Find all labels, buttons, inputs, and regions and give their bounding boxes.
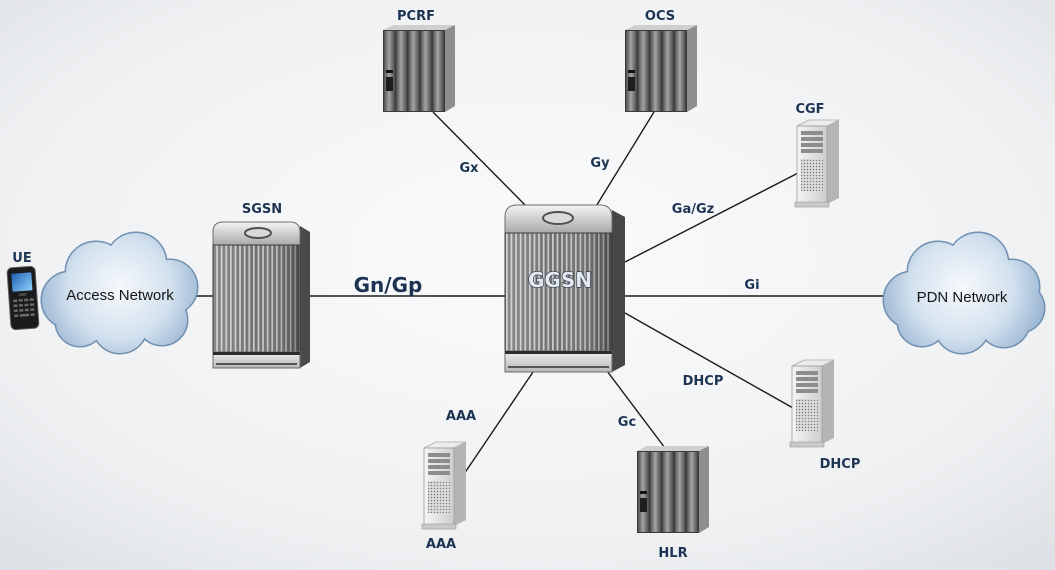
gx-interface-label: Gx	[459, 161, 479, 176]
access-network-label: Access Network	[66, 287, 174, 304]
cgf-label: CGF	[795, 102, 824, 117]
hlr-server-rack-icon	[637, 446, 709, 533]
cgf-tower-server-icon	[794, 119, 840, 208]
ocs-label: OCS	[645, 9, 675, 24]
ga-gz-interface-label: Ga/Gz	[672, 202, 714, 217]
gc-interface-label: Gc	[618, 415, 636, 430]
gy-interface-label: Gy	[590, 156, 610, 171]
gi-interface-label: Gi	[744, 278, 759, 293]
link-pcrf-ggsn-gx	[432, 111, 529, 209]
ggsn-label: GGSN	[528, 268, 592, 292]
aaa-tower-server-icon	[421, 441, 467, 530]
pcrf-label: PCRF	[397, 9, 435, 24]
link-ggsn-cgf-ga-gz	[624, 171, 801, 263]
pdn-network-cloud-icon	[882, 231, 1046, 355]
sgsn-label: SGSN	[242, 202, 282, 217]
sgsn-router-chassis-icon	[212, 221, 310, 369]
aaa-interface-label: AAA	[446, 409, 476, 424]
dhcp-label: DHCP	[820, 457, 861, 472]
dhcp-tower-server-icon	[789, 359, 835, 448]
pcrf-server-rack-icon	[383, 25, 455, 112]
gn-gp-interface-label: Gn/Gp	[354, 273, 423, 297]
aaa-label: AAA	[426, 537, 456, 552]
link-ocs-ggsn-gy	[594, 111, 655, 209]
link-ggsn-hlr-gc	[606, 370, 666, 449]
dhcp-interface-label: DHCP	[683, 374, 724, 389]
link-ggsn-aaa	[461, 371, 534, 478]
mobile-phone-icon	[6, 265, 40, 331]
ocs-server-rack-icon	[625, 25, 697, 112]
link-ggsn-dhcp	[624, 312, 794, 409]
ggsn-router-chassis-icon	[504, 204, 625, 373]
access-network-cloud-icon	[40, 231, 199, 355]
ue-label: UE	[12, 251, 31, 266]
hlr-label: HLR	[658, 546, 687, 561]
pdn-network-label: PDN Network	[917, 289, 1008, 306]
